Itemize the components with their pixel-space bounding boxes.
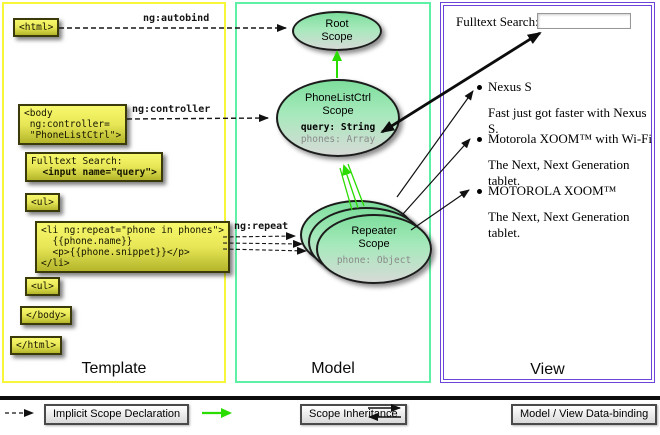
ng-repeat-label: ng:repeat xyxy=(234,221,289,232)
bullet-icon xyxy=(477,189,482,194)
scope-prop-query: query: String xyxy=(300,122,376,133)
code-input-tag: <input name="query"> xyxy=(31,167,157,178)
template-column-label: Template xyxy=(81,360,147,377)
model-column-label: Model xyxy=(311,360,355,377)
legend-model-view-data-binding: Model / View Data-binding xyxy=(511,404,658,425)
phone-name: MOTOROLA XOOM™ xyxy=(488,183,617,198)
code-box-body-open: <body ng:controller= "PhoneListCtrl"> xyxy=(18,104,128,145)
fulltext-search-label: Fulltext Search: xyxy=(456,14,539,29)
phone-name: Nexus S xyxy=(488,79,532,94)
code-box-html-close: </html> xyxy=(10,336,63,355)
code-box-ul-close: <ul> xyxy=(25,277,60,296)
bullet-icon xyxy=(477,85,482,90)
code-box-html-open: <html> xyxy=(13,18,60,37)
code-box-fulltext-input: Fulltext Search: <input name="query"> xyxy=(25,152,163,182)
code-box-ul-open: <ul> xyxy=(25,193,60,212)
code-fulltext-label: Fulltext Search: xyxy=(31,156,123,167)
code-box-body-close: </body> xyxy=(20,306,73,325)
phonelistctrl-scope-ellipse: PhoneListCtrl Scope query: String phones… xyxy=(276,79,400,157)
scope-prop-phones: phones: Array xyxy=(300,134,376,145)
ng-autobind-label: ng:autobind xyxy=(143,13,210,24)
bullet-icon xyxy=(477,137,482,142)
root-scope-ellipse: Root Scope xyxy=(292,11,382,51)
legend-implicit-scope-declaration: Implicit Scope Declaration xyxy=(44,404,190,425)
root-scope-title: Root Scope xyxy=(321,18,353,43)
repeater-scope-title: Repeater Scope xyxy=(351,225,397,250)
view-column-label: View xyxy=(530,361,565,378)
legend-separator xyxy=(0,396,660,400)
model-column: Model xyxy=(235,2,431,383)
repeater-scope-ellipse-front: Repeater Scope phone: Object xyxy=(316,214,432,284)
ng-controller-label: ng:controller xyxy=(132,104,211,115)
phone-snippet: The Next, Next Generation tablet. xyxy=(488,157,630,188)
fulltext-search-input[interactable] xyxy=(537,13,631,29)
code-box-li-repeat: <li ng:repeat="phone in phones"> {{phone… xyxy=(35,221,231,273)
phone-name: Motorola XOOM™ with Wi-Fi xyxy=(488,131,653,146)
phonelistctrl-scope-title: PhoneListCtrl Scope xyxy=(304,92,372,117)
scope-prop-phone: phone: Object xyxy=(336,255,412,266)
legend-scope-inheritance: Scope Inheritance xyxy=(300,404,407,425)
phone-snippet: The Next, Next Generation tablet. xyxy=(488,209,630,240)
